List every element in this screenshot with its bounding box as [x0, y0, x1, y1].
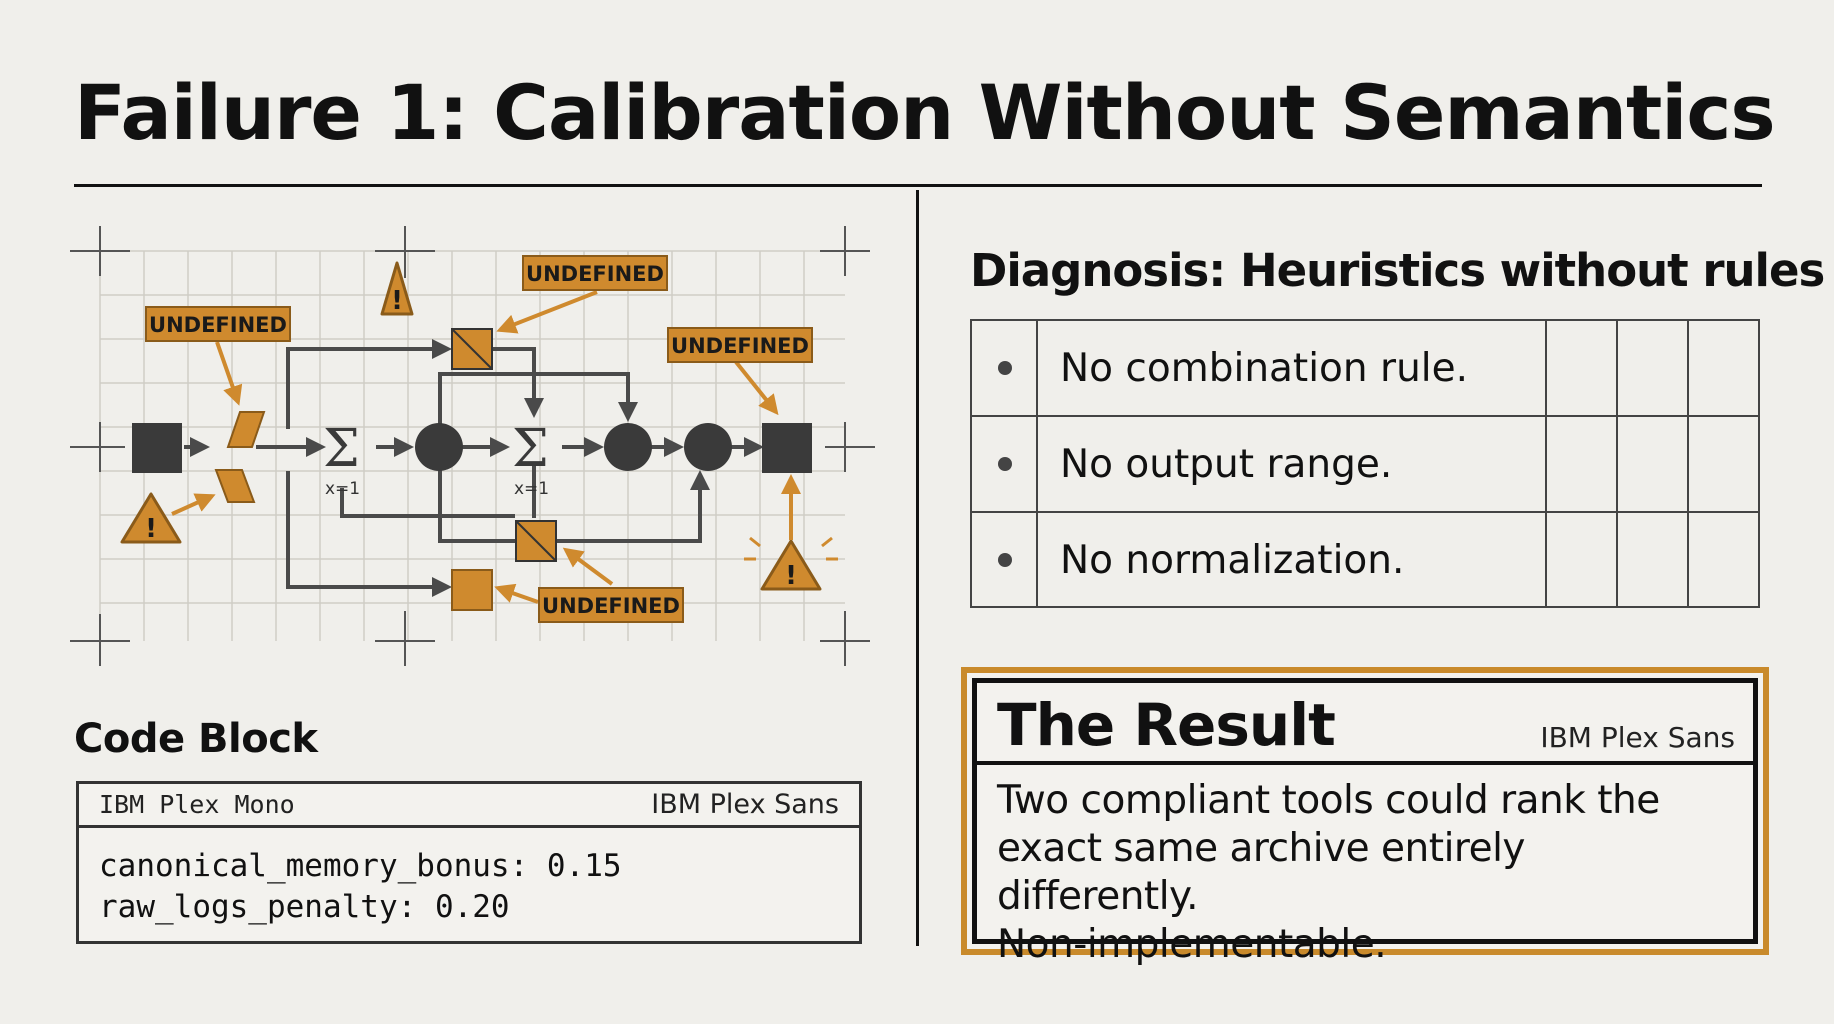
- diagnosis-item-text: No normalization.: [1060, 538, 1405, 583]
- svg-text:!: !: [145, 514, 157, 544]
- diagnosis-item-text: No combination rule.: [1060, 346, 1469, 391]
- result-text: Two compliant tools could rank the exact…: [977, 765, 1753, 969]
- list-item: No output range.: [972, 417, 1758, 513]
- undefined-pointer-arrows: [171, 290, 801, 604]
- junction-node-3: [684, 423, 732, 471]
- sans-font-label: IBM Plex Sans: [651, 789, 839, 820]
- junction-node-2: [604, 423, 652, 471]
- output-node: [762, 423, 812, 473]
- signal-flow-diagram: Σ x=1 Σ x=1 ! ! ! UNDEFINED UNDEFINE: [70, 226, 875, 666]
- undefined-label-1: UNDEFINED: [145, 306, 291, 342]
- svg-text:UNDEFINED: UNDEFINED: [671, 334, 809, 358]
- code-line: raw_logs_penalty: 0.20: [99, 889, 510, 925]
- sigma-subscript-2: x=1: [514, 479, 549, 499]
- undefined-label-4: UNDEFINED: [538, 587, 684, 623]
- diagnosis-table: No combination rule. No output range. No…: [970, 319, 1760, 608]
- bullet-icon: [998, 553, 1012, 567]
- crosshair-marks: [70, 226, 875, 666]
- result-line: Two compliant tools could rank the: [997, 778, 1660, 823]
- svg-text:UNDEFINED: UNDEFINED: [526, 262, 664, 286]
- list-item: No combination rule.: [972, 321, 1758, 417]
- diagram-components: Σ x=1 Σ x=1: [132, 328, 812, 611]
- junction-node-1: [415, 423, 463, 471]
- gain-block: [451, 569, 493, 611]
- list-item: No normalization.: [972, 513, 1758, 609]
- code-block-body: canonical_memory_bonus: 0.15 raw_logs_pe…: [79, 828, 859, 946]
- bullet-icon: [998, 361, 1012, 375]
- code-block-header: IBM Plex Mono IBM Plex Sans: [79, 784, 859, 828]
- diagnosis-item-text: No output range.: [1060, 442, 1393, 487]
- warning-icon-1: !: [380, 261, 414, 316]
- table-divider: [1545, 321, 1547, 606]
- result-title: The Result: [997, 691, 1336, 759]
- result-card-header: The Result IBM Plex Sans: [977, 683, 1753, 765]
- svg-text:!: !: [391, 286, 403, 316]
- signal-wires: [184, 339, 764, 597]
- sigma-subscript-1: x=1: [325, 479, 360, 499]
- svg-text:!: !: [785, 561, 797, 591]
- page-title: Failure 1: Calibration Without Semantics: [74, 68, 1776, 157]
- input-splitter-top: [226, 411, 266, 448]
- table-divider: [1036, 321, 1038, 606]
- warning-icon-2: !: [120, 492, 182, 544]
- svg-text:UNDEFINED: UNDEFINED: [542, 594, 680, 618]
- table-divider: [1616, 321, 1618, 606]
- bullet-icon: [998, 457, 1012, 471]
- table-divider: [972, 415, 1758, 417]
- column-divider: [916, 190, 919, 946]
- result-font-label: IBM Plex Sans: [1540, 721, 1735, 754]
- code-line: canonical_memory_bonus: 0.15: [99, 848, 622, 884]
- result-line: Non-implementable.: [997, 922, 1387, 967]
- undefined-label-3: UNDEFINED: [667, 327, 813, 363]
- result-line: exact same archive entirely differently.: [997, 826, 1526, 919]
- title-divider: [74, 184, 1762, 187]
- table-divider: [972, 511, 1758, 513]
- code-block: IBM Plex Mono IBM Plex Sans canonical_me…: [76, 781, 862, 944]
- diagnosis-heading: Diagnosis: Heuristics without rules: [970, 244, 1825, 297]
- mono-font-label: IBM Plex Mono: [99, 790, 295, 819]
- svg-text:UNDEFINED: UNDEFINED: [149, 313, 287, 337]
- result-card-inner: The Result IBM Plex Sans Two compliant t…: [972, 678, 1758, 967]
- input-node: [132, 423, 182, 473]
- result-card: The Result IBM Plex Sans Two compliant t…: [961, 667, 1769, 967]
- table-divider: [1687, 321, 1689, 606]
- warning-icon-3: !: [744, 536, 838, 591]
- sigma-symbol-1: Σ: [323, 419, 360, 479]
- code-block-heading: Code Block: [74, 716, 318, 762]
- undefined-label-2: UNDEFINED: [522, 255, 668, 291]
- input-splitter-bottom: [214, 469, 256, 503]
- sigma-symbol-2: Σ: [512, 419, 549, 479]
